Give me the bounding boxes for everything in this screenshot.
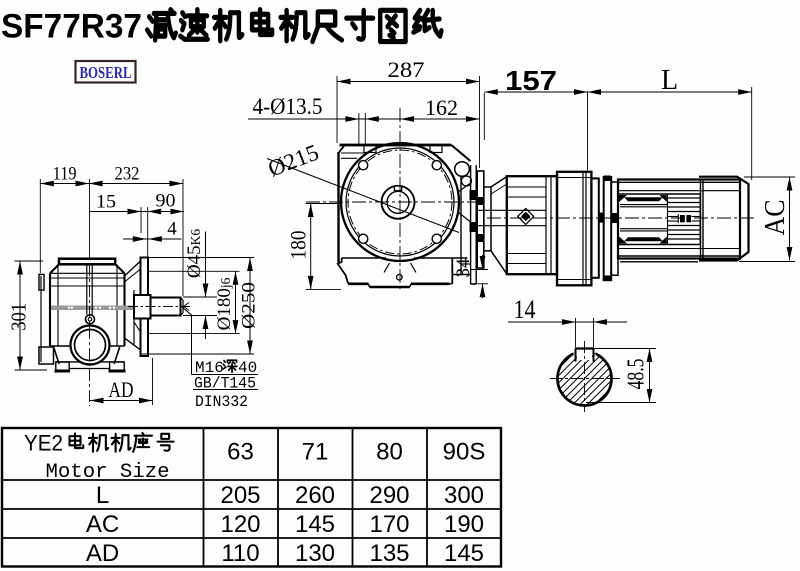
svg-text:287: 287: [388, 57, 425, 82]
svg-text:162: 162: [425, 95, 458, 120]
svg-text:AC: AC: [760, 200, 791, 236]
svg-text:AD: AD: [86, 540, 119, 567]
svg-text:145: 145: [444, 540, 484, 567]
svg-text:AC: AC: [86, 511, 119, 538]
svg-text:DIN332: DIN332: [195, 393, 248, 411]
svg-text:34: 34: [453, 258, 474, 278]
svg-text:71: 71: [302, 439, 329, 466]
svg-text:Motor Size: Motor Size: [46, 461, 170, 484]
svg-text:119: 119: [53, 164, 77, 185]
svg-text:145: 145: [295, 511, 335, 538]
svg-text:130: 130: [295, 540, 335, 567]
svg-text:90: 90: [156, 191, 176, 212]
svg-text:135: 135: [369, 540, 409, 567]
svg-text:260: 260: [295, 482, 335, 509]
svg-text:300: 300: [444, 482, 484, 509]
svg-text:M16: M16: [195, 359, 224, 377]
svg-text:Ø250: Ø250: [239, 282, 260, 329]
svg-text:301: 301: [7, 303, 31, 331]
svg-text:L: L: [96, 482, 109, 509]
svg-text:232: 232: [115, 164, 140, 185]
svg-text:GB/T145: GB/T145: [194, 375, 256, 393]
svg-text:BOSERL: BOSERL: [80, 63, 132, 82]
svg-text:80: 80: [376, 439, 403, 466]
svg-text:90S: 90S: [443, 439, 486, 466]
svg-text:180: 180: [286, 231, 311, 260]
svg-text:L: L: [661, 65, 678, 96]
svg-text:170: 170: [369, 511, 409, 538]
svg-text:4: 4: [167, 219, 177, 240]
svg-text:Ø45K6: Ø45K6: [184, 229, 205, 278]
svg-text:Ø180j6: Ø180j6: [214, 277, 235, 330]
svg-text:14: 14: [514, 295, 536, 324]
svg-text:290: 290: [369, 482, 409, 509]
svg-text:SF77R37: SF77R37: [1, 8, 142, 46]
svg-text:190: 190: [444, 511, 484, 538]
svg-text:110: 110: [221, 540, 259, 567]
svg-text:120: 120: [220, 511, 260, 538]
svg-text:4-Ø13.5: 4-Ø13.5: [253, 94, 323, 119]
svg-text:48.5: 48.5: [624, 359, 650, 390]
svg-text:63: 63: [227, 439, 254, 466]
svg-text:157: 157: [505, 65, 557, 96]
svg-text:40: 40: [238, 359, 257, 377]
svg-text:AD: AD: [109, 377, 134, 402]
svg-text:YE2: YE2: [24, 431, 63, 456]
svg-text:15: 15: [96, 192, 116, 213]
svg-text:205: 205: [220, 482, 260, 509]
